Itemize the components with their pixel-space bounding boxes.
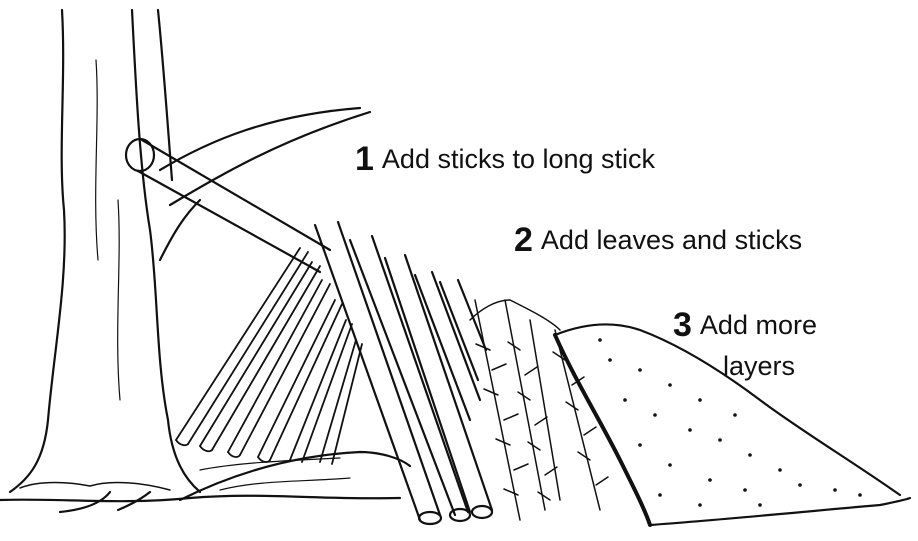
front-sticks — [313, 220, 494, 526]
tree-trunk — [8, 8, 202, 514]
debris-speckles — [598, 338, 862, 507]
step-2-text: Add leaves and sticks — [540, 225, 803, 255]
ridge-pole — [124, 137, 332, 274]
debris-outer-layer — [553, 323, 912, 527]
step-3-text: Add more — [699, 310, 817, 340]
step-1-number: 1 — [355, 140, 374, 178]
step-3-text-line2: layers — [723, 351, 796, 381]
shelter-ribs — [175, 247, 363, 465]
step-3-number: 3 — [673, 306, 692, 344]
step-2-number: 2 — [514, 221, 533, 259]
tree-branch — [158, 106, 372, 262]
leaves-and-sticks-layer — [469, 299, 609, 521]
step-1-text: Add sticks to long stick — [381, 144, 656, 174]
ground — [0, 450, 412, 503]
